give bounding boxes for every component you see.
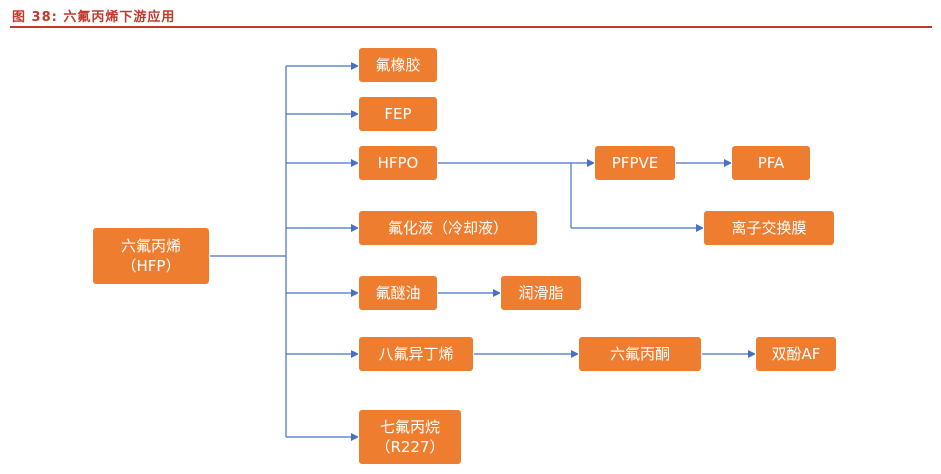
node-hfp-name: 六氟丙烯 bbox=[120, 237, 181, 255]
node-lubricating-grease-label: 润滑脂 bbox=[518, 284, 564, 302]
node-fluoro-liquid-label: 氟化液（冷却液） bbox=[387, 219, 508, 237]
node-bisphenol-af[interactable]: 双酚AF bbox=[755, 336, 837, 372]
node-pfpve-label: PFPVE bbox=[611, 154, 659, 172]
node-octafluoroisobutylene-label: 八氟异丁烯 bbox=[378, 345, 454, 363]
node-ion-exchange-membrane-label: 离子交换膜 bbox=[731, 219, 807, 237]
figure-label: 图 38: bbox=[12, 10, 58, 25]
node-hfpo-label: HFPO bbox=[377, 154, 419, 172]
node-pfpve[interactable]: PFPVE bbox=[594, 145, 676, 181]
node-hfp[interactable]: 六氟丙烯 （HFP） bbox=[92, 227, 210, 285]
figure-caption: 图 38: 六氟丙烯下游应用 bbox=[12, 6, 175, 25]
node-bisphenol-af-label: 双酚AF bbox=[771, 345, 821, 363]
node-pfa-label: PFA bbox=[757, 154, 785, 172]
node-heptafluoropropane-code: （R227） bbox=[375, 438, 445, 456]
node-pfa[interactable]: PFA bbox=[731, 145, 811, 181]
node-lubricating-grease[interactable]: 润滑脂 bbox=[500, 275, 582, 311]
node-hfp-abbr: （HFP） bbox=[121, 257, 181, 275]
node-hexafluoroacetone[interactable]: 六氟丙酮 bbox=[578, 336, 702, 372]
node-fluororubber-label: 氟橡胶 bbox=[375, 56, 421, 74]
figure-title: 六氟丙烯下游应用 bbox=[63, 10, 176, 25]
node-hfpo[interactable]: HFPO bbox=[358, 145, 438, 181]
node-ion-exchange-membrane[interactable]: 离子交换膜 bbox=[703, 210, 835, 246]
node-fep[interactable]: FEP bbox=[358, 96, 438, 132]
node-fluoro-ether-oil[interactable]: 氟醚油 bbox=[358, 275, 438, 311]
node-fluoro-ether-oil-label: 氟醚油 bbox=[375, 284, 421, 302]
node-fluororubber[interactable]: 氟橡胶 bbox=[358, 47, 438, 83]
node-octafluoroisobutylene[interactable]: 八氟异丁烯 bbox=[358, 336, 474, 372]
node-heptafluoropropane-name: 七氟丙烷 bbox=[379, 418, 440, 436]
node-fep-label: FEP bbox=[384, 105, 412, 123]
node-fluoro-liquid[interactable]: 氟化液（冷却液） bbox=[358, 210, 538, 246]
node-heptafluoropropane[interactable]: 七氟丙烷 （R227） bbox=[358, 409, 462, 465]
node-hexafluoroacetone-label: 六氟丙酮 bbox=[609, 345, 670, 363]
caption-rule bbox=[10, 26, 932, 28]
